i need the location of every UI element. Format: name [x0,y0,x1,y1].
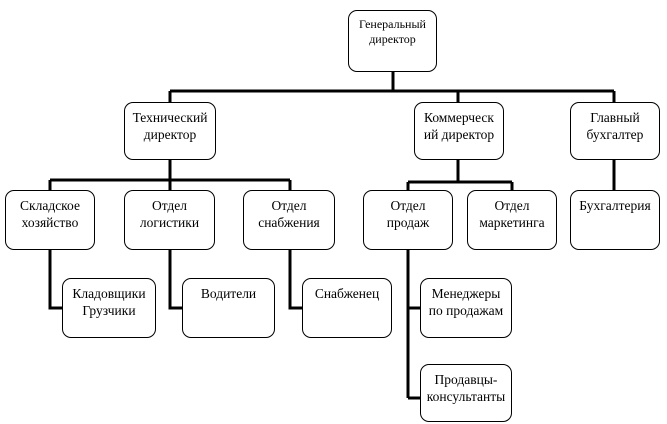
node-supplier: Снабженец [302,278,392,338]
node-accounting-label: Бухгалтерия [579,198,651,213]
node-drivers: Водители [182,278,275,338]
node-supplier-label: Снабженец [314,286,380,301]
connector-logistics-to-drivers [168,250,182,310]
node-sales-consultants-label: Продавцы-консультанты [426,372,506,404]
node-sales-consultants: Продавцы-консультанты [420,364,512,422]
node-drivers-label: Водители [200,286,257,301]
connector-warehouse-to-storekeepers [48,250,62,310]
connector-supply-to-supplier [288,250,302,310]
node-accounting: Бухгалтерия [570,190,660,250]
